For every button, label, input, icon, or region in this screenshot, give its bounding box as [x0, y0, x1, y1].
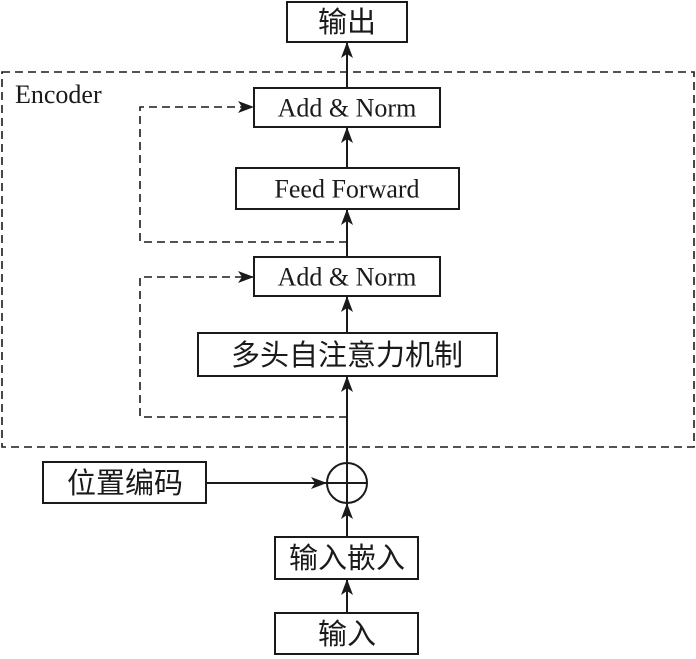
input-embedding-box: [274, 536, 419, 580]
encoder-label: Encoder: [15, 80, 102, 109]
input-label: 输入: [318, 617, 376, 651]
positional-encoding-box: [42, 461, 207, 504]
residual-connection-upper: [139, 101, 347, 243]
positional-encoding-label: 位置编码: [67, 466, 183, 500]
input-embedding-node: 输入嵌入: [274, 536, 419, 580]
positional-encoding-node: 位置编码: [42, 461, 207, 504]
add-norm-top-label: Add & Norm: [278, 94, 417, 123]
multi-head-attention-node: 多头自注意力机制: [197, 332, 498, 377]
feed-forward-label: Feed Forward: [274, 175, 419, 204]
residual-connection-lower: [139, 271, 347, 418]
circle-plus-icon: [326, 462, 368, 504]
feed-forward-node: Feed Forward: [235, 167, 460, 210]
output-label: 输出: [318, 5, 376, 39]
add-norm-bottom-label: Add & Norm: [278, 263, 417, 292]
input-node: 输入: [274, 612, 419, 655]
input-box: [274, 612, 419, 655]
input-embedding-label: 输入嵌入: [289, 541, 405, 575]
add-norm-top-node: Add & Norm: [253, 87, 441, 128]
multi-head-attention-label: 多头自注意力机制: [231, 338, 463, 372]
add-norm-bottom-node: Add & Norm: [253, 256, 441, 297]
output-node: 输出: [286, 1, 408, 43]
